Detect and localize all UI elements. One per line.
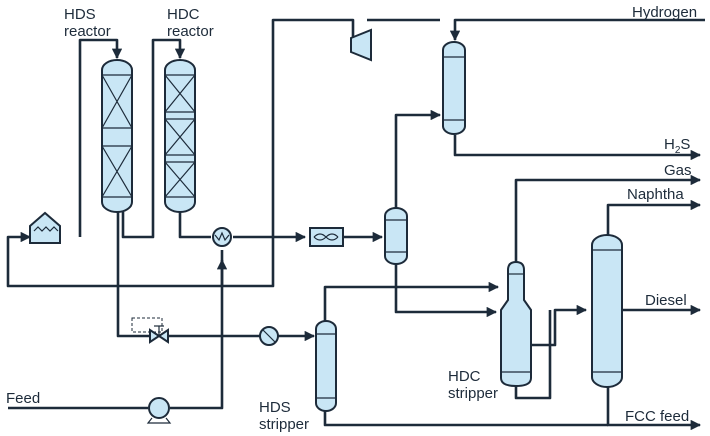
air-cooler-icon	[309, 227, 344, 247]
hds-stripper	[315, 320, 337, 412]
high-pressure-separator	[442, 41, 466, 135]
control-valve-icon	[149, 325, 169, 344]
fractionator-column	[591, 234, 623, 388]
hdc-stripper	[500, 260, 532, 388]
hdc-reactor-label-2: reactor	[167, 23, 214, 40]
h2s-label: H2S	[664, 136, 690, 156]
low-pressure-separator	[384, 207, 408, 265]
naphtha-label: Naphtha	[627, 186, 684, 203]
furnace-icon	[29, 211, 61, 244]
compressor-icon	[350, 28, 372, 62]
diesel-label: Diesel	[645, 292, 687, 309]
cooler-icon	[259, 326, 279, 346]
hds-stripper-label-1: HDS	[259, 399, 291, 416]
hds-stripper-label-2: stripper	[259, 416, 309, 433]
hdc-stripper-label-1: HDC	[448, 368, 481, 385]
hds-reactor-label-2: reactor	[64, 23, 111, 40]
feed-label: Feed	[6, 390, 40, 407]
hds-reactor	[101, 59, 133, 213]
fcc-feed-label: FCC feed	[625, 408, 689, 425]
gas-label: Gas	[664, 162, 692, 179]
hdc-reactor	[164, 59, 196, 213]
process-lines	[6, 18, 705, 431]
heat-exchanger-icon	[212, 227, 232, 247]
hdc-reactor-label-1: HDC	[167, 6, 200, 23]
hydrogen-label: Hydrogen	[632, 4, 697, 21]
hds-reactor-label-1: HDS	[64, 6, 96, 23]
hdc-stripper-label-2: stripper	[448, 385, 498, 402]
pump-icon	[146, 397, 172, 424]
